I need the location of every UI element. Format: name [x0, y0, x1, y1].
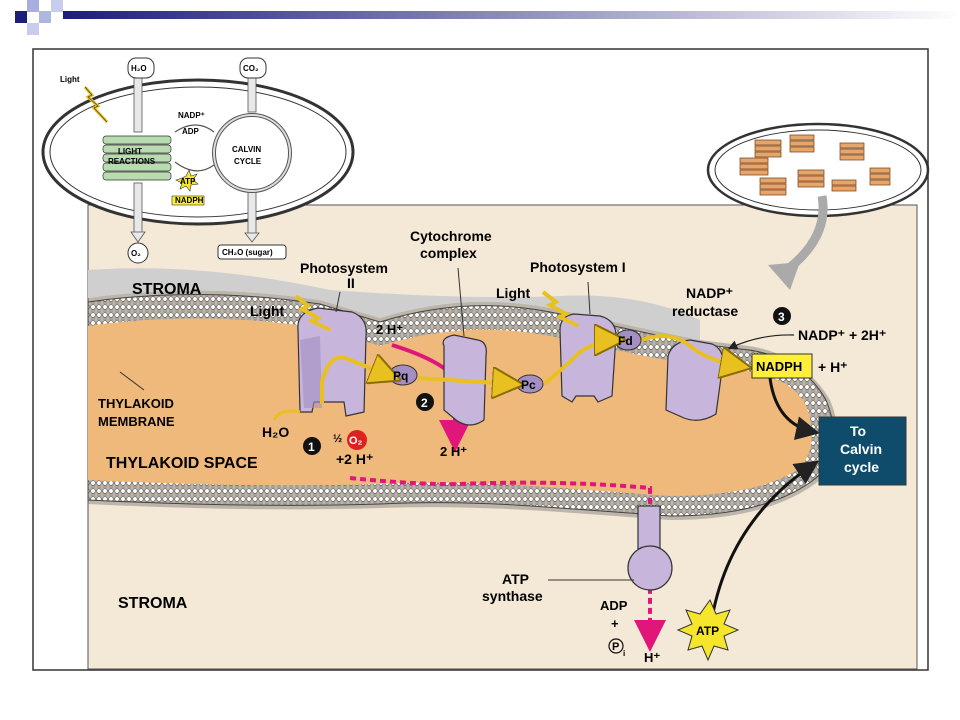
overview-nadph-label: NADPH	[175, 196, 204, 205]
overview-calvin-label-2: CYCLE	[234, 157, 262, 166]
step-3-badge	[773, 307, 791, 325]
nadph-box	[751, 353, 813, 379]
overview-calvin-label-1: CALVIN	[232, 145, 261, 154]
pq-label: Pq	[393, 369, 408, 383]
step-2-label: 2	[421, 396, 428, 410]
step-1-badge	[303, 437, 321, 455]
pi-label: P	[612, 641, 619, 653]
pi-subscript: i	[623, 649, 625, 658]
stroma-top-label: STROMA	[132, 281, 202, 298]
atp-synthase-label-2: synthase	[482, 588, 543, 604]
atp-synthase-label-1: ATP	[502, 571, 529, 587]
calvin-label-2: Calvin	[840, 441, 882, 457]
h2o-label: H₂O	[262, 424, 289, 440]
photosystem-i-label: Photosystem I	[530, 259, 626, 275]
fd-label: Fd	[618, 334, 633, 348]
atp-synthase	[627, 505, 673, 591]
stroma-bottom-label: STROMA	[118, 595, 188, 612]
light-bolt-left	[294, 294, 331, 332]
o2-label: O₂	[349, 435, 363, 447]
step-1-label: 1	[308, 440, 315, 454]
overview-h2o-label: H₂O	[131, 64, 147, 73]
plus-label: +	[611, 616, 619, 631]
chloroplast-overview: Light H₂O CO₂ NADP⁺ ADP LIGHT REACTIONS …	[41, 57, 355, 264]
cytochrome-label-2: complex	[420, 245, 477, 261]
nadph-label: NADPH	[756, 359, 802, 374]
pc-label: Pc	[521, 378, 536, 392]
two-h-mid-label: 2 H⁺	[440, 444, 467, 459]
light-reactions-stack	[102, 135, 172, 181]
step-3-label: 3	[778, 310, 785, 324]
thylakoid-space-label: THYLAKOID SPACE	[106, 455, 258, 472]
adp-label: ADP	[600, 598, 628, 613]
overview-atp-label: ATP	[180, 177, 196, 186]
pi-circle	[608, 638, 624, 654]
calvin-label-1: To	[850, 423, 866, 439]
overview-light-reactions-label-1: LIGHT	[118, 147, 142, 156]
nadp-input-arrow	[727, 334, 795, 350]
overview-sugar-label: CH₂O (sugar)	[222, 248, 273, 257]
light-left-label: Light	[250, 303, 285, 319]
atp-star	[676, 598, 740, 662]
cytochrome-pointer-line	[457, 267, 465, 337]
ps-i-pointer-line	[587, 281, 591, 315]
step-2-badge	[416, 393, 434, 411]
photosystem-i	[559, 313, 617, 403]
half-label: ½	[333, 433, 342, 445]
light-bolt-right	[541, 290, 579, 328]
nadp-reductase-label-1: NADP⁺	[686, 285, 733, 301]
thylakoid-membrane-label-2: MEMBRANE	[98, 414, 175, 429]
overview-nadp-label: NADP⁺	[178, 111, 205, 120]
ps-ii-pointer-line	[335, 291, 341, 313]
thylakoid-membrane-label-1: THYLAKOID	[98, 396, 174, 411]
overview-o2-label: O₂	[131, 249, 141, 258]
two-h-top-label: 2 H⁺	[376, 322, 403, 337]
nadph-to-calvin-arrow	[768, 377, 820, 441]
nadp-plus-2h-label: NADP⁺ + 2H⁺	[798, 327, 886, 343]
slide-decoration	[15, 0, 960, 35]
overview-light-reactions-label-2: REACTIONS	[108, 157, 156, 166]
overview-co2-label: CO₂	[243, 64, 259, 73]
photosystem-ii-label: Photosystem	[300, 260, 388, 276]
calvin-label-3: cycle	[844, 459, 879, 475]
h-plus-bottom-label: H⁺	[644, 650, 660, 665]
electron-pathway	[272, 336, 740, 421]
light-right-label: Light	[496, 285, 531, 301]
membrane-pointer-line	[119, 371, 145, 391]
overview-adp-label: ADP	[182, 127, 200, 136]
calvin-cycle-box	[818, 416, 907, 486]
cytochrome-label-1: Cytochrome	[410, 228, 492, 244]
chloroplast-mini-icon	[706, 122, 930, 290]
plus-h-label: + H⁺	[818, 359, 848, 375]
nadp-reductase	[665, 339, 724, 421]
nadp-reductase-label-2: reductase	[672, 303, 738, 319]
o2-badge	[347, 430, 367, 450]
atp-label: ATP	[696, 624, 719, 638]
photosystem-ii-numeral: II	[347, 275, 355, 291]
plus-2h-label: +2 H⁺	[336, 451, 373, 467]
overview-light-label: Light	[60, 75, 80, 84]
atp-to-calvin-arrow	[710, 460, 819, 619]
